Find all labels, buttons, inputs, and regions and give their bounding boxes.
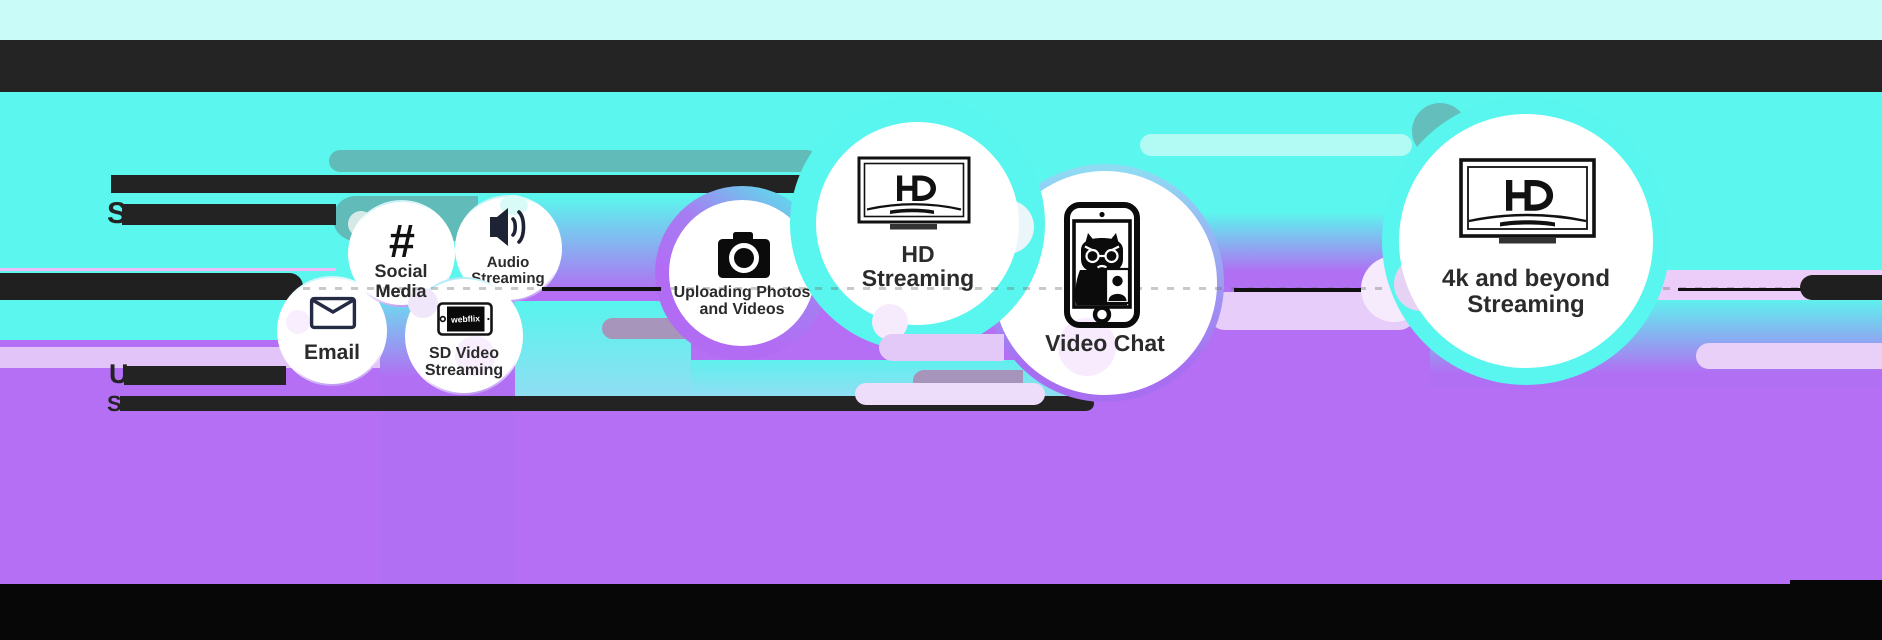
svg-text:webflix: webflix	[450, 313, 481, 325]
